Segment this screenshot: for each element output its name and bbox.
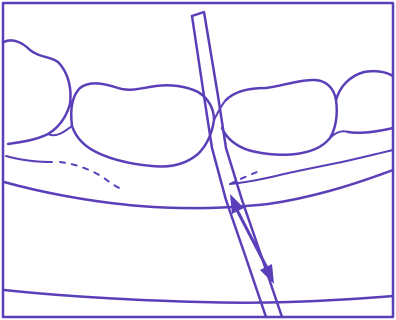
molar-far-right — [336, 71, 393, 100]
motion-arrow-shaft — [238, 212, 266, 266]
floss-strand-edge — [192, 16, 266, 317]
molar-far-right-lower — [348, 128, 393, 133]
gum-line-left-dashes — [60, 162, 124, 190]
motion-arrow — [230, 194, 274, 284]
molar-left — [4, 40, 71, 144]
jaw-contour-lower — [4, 290, 393, 303]
motion-arrow-down — [260, 264, 274, 284]
molar-center — [71, 83, 214, 166]
molar-right — [222, 80, 337, 155]
gum-line-left — [6, 156, 52, 162]
jaw-contour-upper — [4, 170, 393, 208]
